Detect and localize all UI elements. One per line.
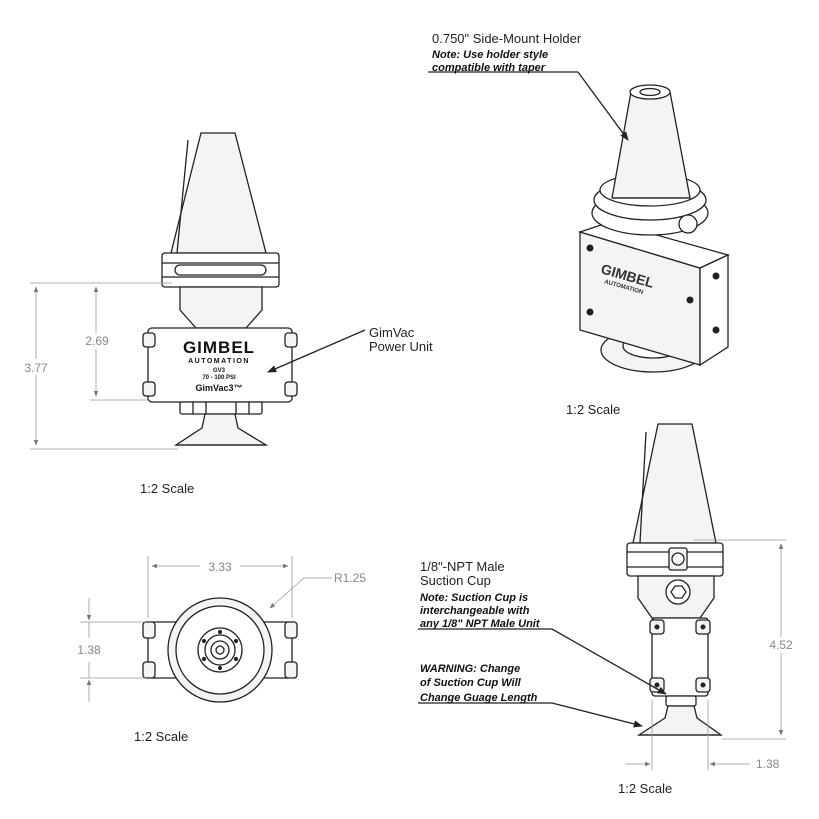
front-range-label: 70 - 100 PSI [202,375,236,381]
front-suction-cup [173,413,269,446]
iso-scale: 1:2 Scale [566,402,620,417]
front-dim-body: 2.69 [85,334,109,348]
front-dim-overall: 3.77 [24,361,48,375]
side-note-cup-line1: Note: Suction Cup is [420,592,528,604]
bottom-dim-width: 3.33 [208,560,232,574]
front-scale: 1:2 Scale [140,481,194,496]
bottom-dim-radius: R1.25 [334,571,366,585]
bottom-scale: 1:2 Scale [134,729,188,744]
side-fitting [665,695,697,707]
front-product-label: GimVac3™ [195,383,242,393]
front-callout-power-unit-line2: Power Unit [369,339,433,354]
iso-taper [611,91,691,199]
bottom-dim-height: 1.38 [77,643,101,657]
front-taper [170,132,267,254]
side-dim-height: 4.52 [769,638,793,652]
bottom-view: 3.33 1.38 R1.25 1:2 Scale [77,556,366,744]
front-collar [179,286,263,329]
side-scale: 1:2 Scale [618,781,672,796]
front-fitting [179,401,263,415]
side-warning-line1: WARNING: Change [420,663,520,675]
front-brand-label: GIMBEL [183,338,255,357]
iso-note-holder-line2: compatible with taper [432,62,546,74]
side-warning-line2: of Suction Cup Will [420,677,522,689]
side-callout-cup-line1: 1/8"-NPT Male [420,559,505,574]
front-brand-sub-label: AUTOMATION [188,358,250,365]
side-view: 4.52 1.38 1/8"-NPT Male Suction Cup Note… [418,423,802,796]
side-warning-line3: Change Guage Length [420,692,538,704]
front-callout-power-unit-line1: GimVac [369,325,415,340]
side-note-cup-line3: any 1/8" NPT Male Unit [420,618,541,630]
front-view: GIMBEL AUTOMATION GV3 70 - 100 PSI GimVa… [16,132,433,496]
side-suction-cup [636,705,724,736]
iso-view: GIMBEL AUTOMATION 0.750" Side-Mount Hold… [428,31,730,417]
iso-note-holder-line1: Note: Use holder style [432,49,548,61]
side-dim-width: 1.38 [756,757,780,771]
iso-callout-holder: 0.750" Side-Mount Holder [432,31,582,46]
front-model-label: GV3 [213,368,226,374]
side-callout-cup-line2: Suction Cup [420,573,491,588]
side-note-cup-line2: interchangeable with [420,605,530,617]
